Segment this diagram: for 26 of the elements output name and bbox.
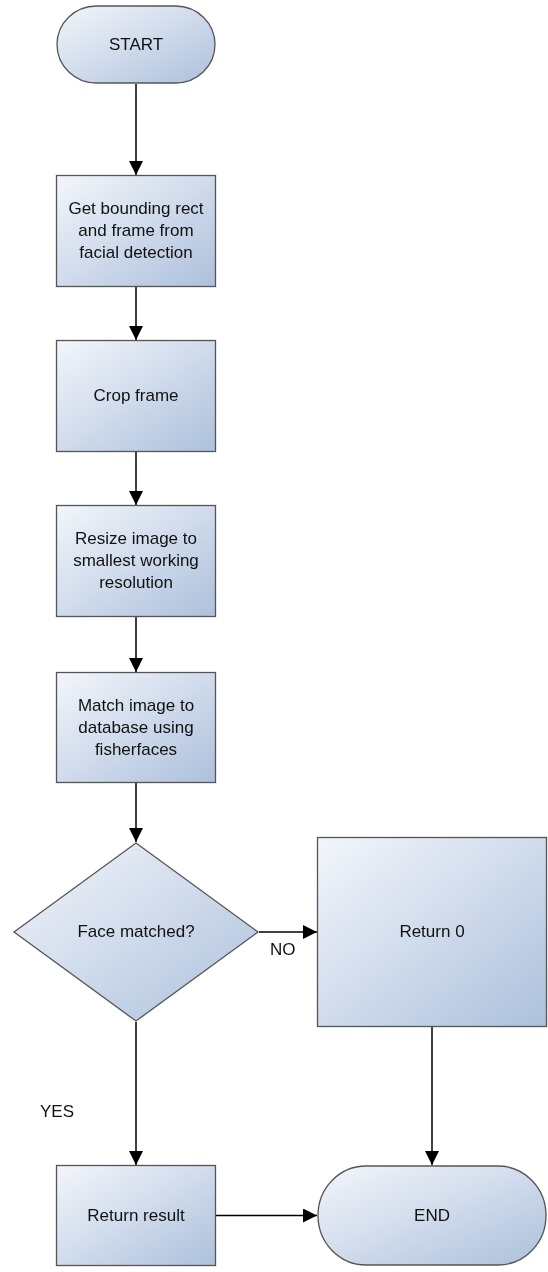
node-text: Resize image to smallest working resolution	[72, 528, 200, 594]
node-text: Crop frame	[92, 385, 180, 407]
arrow	[129, 616, 143, 673]
process-box	[56, 672, 216, 783]
arrow	[425, 1026, 439, 1166]
arrow	[129, 83, 143, 176]
process-box	[317, 837, 547, 1027]
process-box	[56, 175, 216, 287]
arrow	[129, 1021, 143, 1166]
process-box	[56, 340, 216, 452]
process-box	[56, 505, 216, 617]
node-text: Return 0	[398, 921, 466, 943]
node-text: Get bounding rect and frame from facial detection	[67, 198, 205, 264]
node-text: Match image to database using fisherfaces	[76, 694, 196, 761]
arrow	[258, 925, 318, 939]
process-box	[56, 1165, 216, 1266]
arrow	[129, 286, 143, 341]
arrow	[215, 1208, 318, 1223]
arrow	[129, 782, 143, 843]
node-text: END	[413, 1204, 451, 1227]
terminator-shape	[317, 1165, 547, 1266]
node-text: START	[107, 33, 165, 56]
decision-diamond	[13, 842, 259, 1022]
node-text: Face matched?	[76, 921, 196, 943]
node-text: Return result	[86, 1204, 186, 1227]
arrow	[129, 451, 143, 506]
